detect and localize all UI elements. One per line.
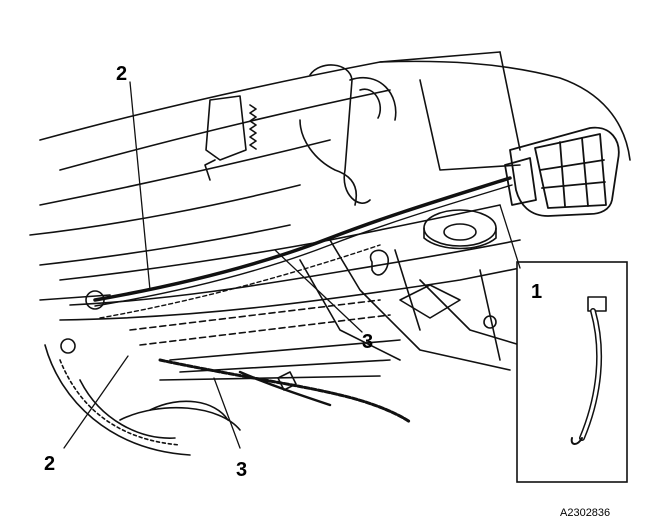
leader-2-top xyxy=(129,81,151,291)
leader-3-bottom xyxy=(213,377,241,449)
wiring-harness-part xyxy=(570,296,607,445)
inset-detail-box xyxy=(516,261,628,483)
callout-2-top: 2 xyxy=(116,63,127,85)
callout-2-bottom: 2 xyxy=(44,453,55,475)
leader-1 xyxy=(499,204,521,269)
tail-lamp-housing xyxy=(504,126,620,217)
vehicle-underbody xyxy=(29,51,631,456)
callout-3-bottom: 3 xyxy=(236,459,247,481)
callout-1: 1 xyxy=(531,281,542,303)
leader-3-mid xyxy=(274,249,363,333)
leader-2-bottom xyxy=(63,355,129,449)
figure-code: A2302836 xyxy=(560,507,610,519)
cable-harness xyxy=(93,176,513,424)
callout-3-mid: 3 xyxy=(362,331,373,353)
leader-lines xyxy=(63,81,521,449)
